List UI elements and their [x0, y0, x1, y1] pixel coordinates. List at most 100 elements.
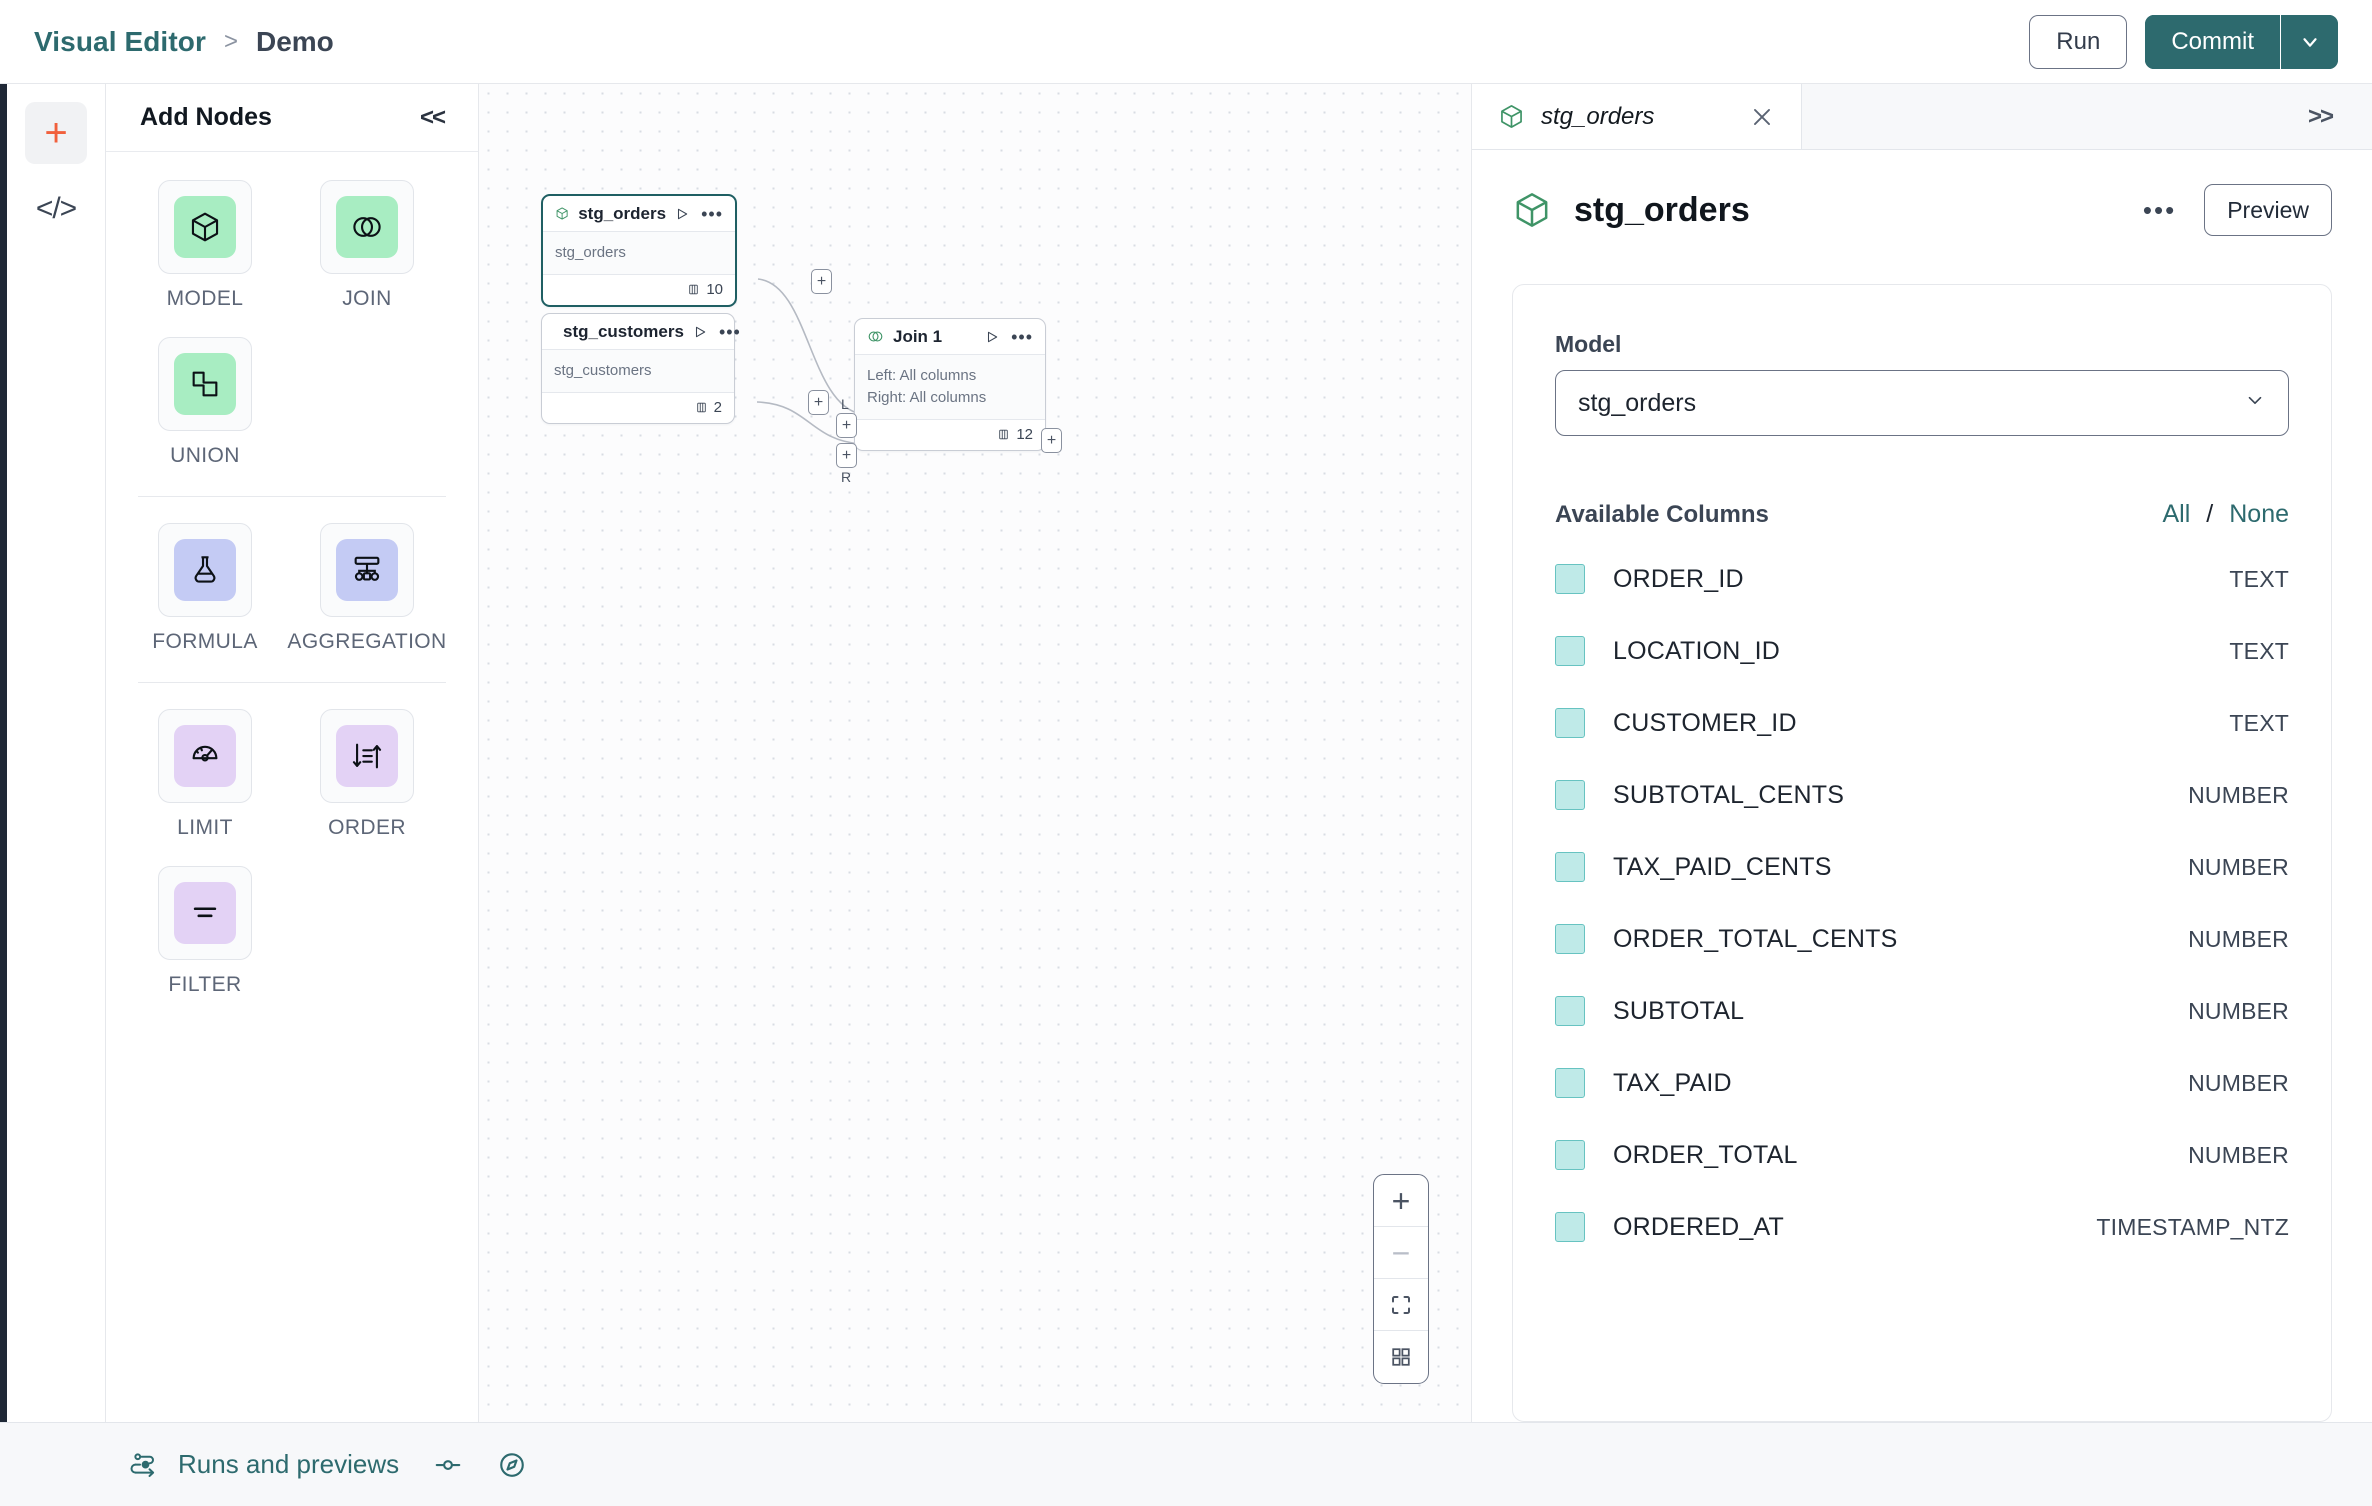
run-button[interactable]: Run	[2029, 15, 2127, 69]
grid-icon	[1390, 1346, 1412, 1368]
flow-node-header: Join 1 •••	[855, 319, 1045, 355]
node-swatch	[174, 725, 236, 787]
node-swatch	[174, 353, 236, 415]
node-type-filter[interactable]: FILTER	[136, 866, 274, 997]
zoom-in-button[interactable]: +	[1374, 1175, 1428, 1227]
top-bar: Visual Editor > Demo Run Commit	[0, 0, 2372, 84]
run-node-icon[interactable]	[675, 207, 689, 221]
node-type-label: MODEL	[167, 287, 244, 311]
column-name: SUBTOTAL_CENTS	[1613, 781, 1844, 810]
minus-icon: −	[1392, 1237, 1411, 1269]
node-config-card: Model stg_orders Available Columns All /…	[1512, 284, 2332, 1422]
column-type: NUMBER	[2188, 854, 2289, 881]
breadcrumb-current: Demo	[256, 26, 334, 58]
node-menu-icon[interactable]: •••	[701, 210, 723, 218]
column-checkbox[interactable]	[1555, 1212, 1585, 1242]
column-checkbox[interactable]	[1555, 564, 1585, 594]
zoom-out-button[interactable]: −	[1374, 1227, 1428, 1279]
column-checkbox[interactable]	[1555, 1068, 1585, 1098]
details-panel-header: stg_orders ••• Preview	[1472, 150, 2372, 236]
column-row[interactable]: SUBTOTAL_CENTS NUMBER	[1555, 759, 2289, 831]
column-checkbox[interactable]	[1555, 780, 1585, 810]
column-row[interactable]: CUSTOMER_IDTEXT	[1555, 687, 2289, 759]
column-checkbox[interactable]	[1555, 996, 1585, 1026]
chevron-down-icon	[2244, 389, 2266, 418]
run-node-icon[interactable]	[693, 325, 707, 339]
select-none-link[interactable]: None	[2229, 500, 2289, 529]
collapse-panel-icon[interactable]: <<	[420, 104, 444, 132]
node-type-formula[interactable]: FORMULA	[136, 523, 274, 654]
node-tile	[320, 709, 414, 803]
column-row[interactable]: LOCATION_IDTEXT	[1555, 615, 2289, 687]
cube-icon	[1498, 103, 1525, 130]
runs-and-previews-label: Runs and previews	[178, 1449, 399, 1480]
minimap-toggle-button[interactable]	[1374, 1331, 1428, 1383]
breadcrumb-root[interactable]: Visual Editor	[34, 26, 206, 58]
settings-slider-button[interactable]	[433, 1450, 463, 1480]
column-checkbox[interactable]	[1555, 1140, 1585, 1170]
node-output-port[interactable]: +	[808, 390, 829, 415]
node-swatch	[174, 539, 236, 601]
node-type-limit[interactable]: LIMIT	[136, 709, 274, 840]
node-type-model[interactable]: MODEL	[136, 180, 274, 311]
add-nodes-rail-button[interactable]: +	[25, 102, 87, 164]
flow-canvas[interactable]: stg_orders ••• stg_orders 10 +	[479, 84, 1472, 1422]
column-type: NUMBER	[2188, 782, 2289, 809]
column-type: TEXT	[2229, 566, 2289, 593]
flow-node-stg-customers[interactable]: stg_customers ••• stg_customers 2 +	[541, 313, 735, 424]
node-output-port[interactable]: +	[1041, 428, 1062, 453]
node-tile	[158, 180, 252, 274]
node-type-join[interactable]: JOIN	[298, 180, 436, 311]
column-checkbox[interactable]	[1555, 636, 1585, 666]
expand-panel-icon[interactable]: >>	[2308, 103, 2332, 131]
tab-stg-orders[interactable]: stg_orders	[1472, 84, 1802, 149]
fit-view-button[interactable]	[1374, 1279, 1428, 1331]
node-type-union[interactable]: UNION	[136, 337, 274, 468]
panel-menu-icon[interactable]: •••	[2143, 205, 2176, 215]
flow-node-join-1[interactable]: Join 1 ••• Left: All columns Right: All …	[854, 318, 1046, 451]
join-right-input-port[interactable]: +	[836, 443, 857, 468]
node-swatch	[174, 196, 236, 258]
flow-icon	[130, 1450, 160, 1480]
flow-node-actions: •••	[675, 207, 723, 221]
node-type-aggregation[interactable]: AGGREGATION	[298, 523, 436, 654]
node-type-order[interactable]: ORDER	[298, 709, 436, 840]
column-checkbox[interactable]	[1555, 852, 1585, 882]
flow-node-column-count: 2	[714, 399, 722, 416]
column-row[interactable]: ORDERED_ATTIMESTAMP_NTZ	[1555, 1191, 2289, 1263]
commit-button[interactable]: Commit	[2145, 15, 2280, 69]
column-checkbox[interactable]	[1555, 924, 1585, 954]
column-checkbox[interactable]	[1555, 708, 1585, 738]
add-nodes-panel: Add Nodes << MODEL	[105, 84, 479, 1422]
join-left-input-port[interactable]: +	[836, 413, 857, 438]
flow-node-body-line: stg_orders	[555, 242, 723, 264]
tab-label: stg_orders	[1541, 103, 1654, 131]
node-menu-icon[interactable]: •••	[719, 328, 741, 336]
code-rail-button[interactable]: </>	[25, 178, 87, 240]
column-row[interactable]: TAX_PAIDNUMBER	[1555, 1047, 2289, 1119]
select-all-link[interactable]: All	[2162, 500, 2190, 529]
preview-button[interactable]: Preview	[2204, 184, 2332, 236]
column-row[interactable]: TAX_PAID_CENTSNUMBER	[1555, 831, 2289, 903]
commit-dropdown-button[interactable]	[2280, 15, 2338, 69]
model-field-label: Model	[1555, 331, 2289, 358]
runs-and-previews-button[interactable]: Runs and previews	[130, 1449, 399, 1480]
model-select[interactable]: stg_orders	[1555, 370, 2289, 436]
bottom-bar: Runs and previews	[0, 1422, 2372, 1506]
node-menu-icon[interactable]: •••	[1011, 333, 1033, 341]
close-icon[interactable]	[1749, 104, 1775, 130]
details-tab-strip: stg_orders >>	[1472, 84, 2372, 150]
column-row[interactable]: ORDER_IDTEXT	[1555, 543, 2289, 615]
node-group-transforms: FORMULA AGGREGATION	[136, 523, 448, 680]
column-row[interactable]: SUBTOTALNUMBER	[1555, 975, 2289, 1047]
node-output-port[interactable]: +	[811, 269, 832, 294]
flow-node-stg-orders[interactable]: stg_orders ••• stg_orders 10 +	[541, 194, 737, 307]
flow-node-title: Join 1	[893, 327, 942, 347]
run-node-icon[interactable]	[985, 330, 999, 344]
explore-compass-button[interactable]	[497, 1450, 527, 1480]
column-row[interactable]: ORDER_TOTALNUMBER	[1555, 1119, 2289, 1191]
join-left-port-label: L	[841, 396, 849, 412]
columns-icon	[997, 428, 1010, 441]
column-row[interactable]: ORDER_TOTAL_CENTSNUMBER	[1555, 903, 2289, 975]
